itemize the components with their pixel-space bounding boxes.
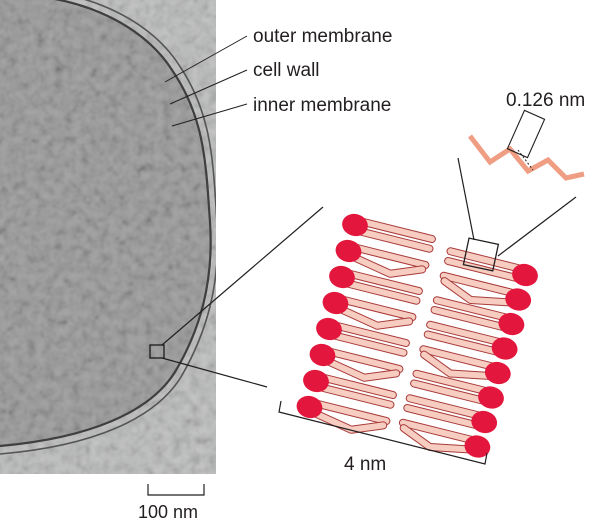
lipid-tail bbox=[347, 271, 422, 295]
lipid-tail bbox=[440, 272, 515, 296]
lipid-tail bbox=[358, 228, 433, 252]
lipid-tail bbox=[399, 419, 474, 443]
lipid-tail bbox=[441, 278, 513, 306]
width-bracket bbox=[278, 400, 488, 465]
lipid-tail bbox=[319, 384, 394, 408]
lipid-tail bbox=[321, 375, 396, 399]
lipid-tail bbox=[326, 358, 400, 381]
lipid-head-left bbox=[322, 291, 349, 315]
lipid-tail bbox=[341, 297, 416, 321]
lipid-tail bbox=[427, 321, 502, 345]
lipid-tail bbox=[413, 370, 488, 394]
lipid-head-left bbox=[335, 239, 362, 263]
chain-zoom-lines bbox=[457, 157, 577, 257]
lipid-tail bbox=[433, 297, 508, 321]
lipid-tail bbox=[339, 306, 413, 329]
lipid-tail bbox=[411, 380, 486, 404]
lipid-tail bbox=[445, 257, 520, 281]
lipid-tail bbox=[354, 245, 429, 269]
lipid-tail bbox=[431, 306, 506, 330]
lipid-head-right bbox=[512, 263, 538, 287]
lipid-head-left bbox=[342, 213, 368, 237]
lipid-head-left bbox=[316, 317, 342, 341]
lipid-tail bbox=[315, 401, 390, 425]
lipid-head-left bbox=[309, 343, 336, 367]
lipid-head-left bbox=[296, 395, 323, 419]
lipid-tail bbox=[447, 248, 522, 272]
lipid-head-left bbox=[303, 369, 329, 393]
hydrocarbon-chain bbox=[468, 134, 585, 181]
lipid-tail bbox=[334, 323, 409, 347]
cell-envelope bbox=[0, 0, 212, 448]
width-label: 4 nm bbox=[344, 454, 386, 475]
lipid-head-right bbox=[478, 386, 504, 409]
lipid-bilayer bbox=[296, 213, 538, 458]
lipid-head-right bbox=[505, 288, 532, 311]
lipid-tail bbox=[352, 254, 426, 277]
lipid-tail bbox=[360, 219, 435, 243]
lipid-head-right bbox=[498, 312, 525, 336]
scale-bar bbox=[147, 484, 205, 496]
inner-membrane-label: inner membrane bbox=[253, 95, 391, 116]
cell-wall-label: cell wall bbox=[253, 60, 320, 81]
zoom-lines bbox=[161, 206, 324, 388]
lipid-tail bbox=[406, 395, 481, 419]
lipid-head-right bbox=[491, 337, 518, 360]
bond-length-box bbox=[506, 109, 546, 159]
zoom-box bbox=[149, 344, 165, 359]
outer-membrane-label: outer membrane bbox=[253, 26, 392, 47]
lipid-head-right bbox=[484, 361, 511, 385]
lipid-head-left bbox=[329, 265, 355, 289]
lipid-tail bbox=[404, 404, 479, 428]
lipid-head-right bbox=[471, 410, 498, 434]
lipid-tail bbox=[400, 425, 472, 453]
electron-micrograph bbox=[0, 0, 216, 474]
lipid-tail bbox=[328, 349, 403, 373]
scale-bar-label: 100 nm bbox=[138, 502, 198, 522]
chain-zoom-box bbox=[462, 237, 500, 272]
lipid-tail bbox=[420, 346, 495, 370]
lipid-tail bbox=[345, 280, 420, 304]
label-leaders bbox=[164, 35, 248, 127]
bond-length-label: 0.126 nm bbox=[506, 90, 585, 111]
lipid-tail bbox=[332, 332, 407, 356]
lipid-tail bbox=[424, 331, 499, 355]
bond-guide bbox=[517, 149, 534, 171]
lipid-tail bbox=[421, 351, 492, 379]
lipid-head-right bbox=[464, 435, 491, 458]
